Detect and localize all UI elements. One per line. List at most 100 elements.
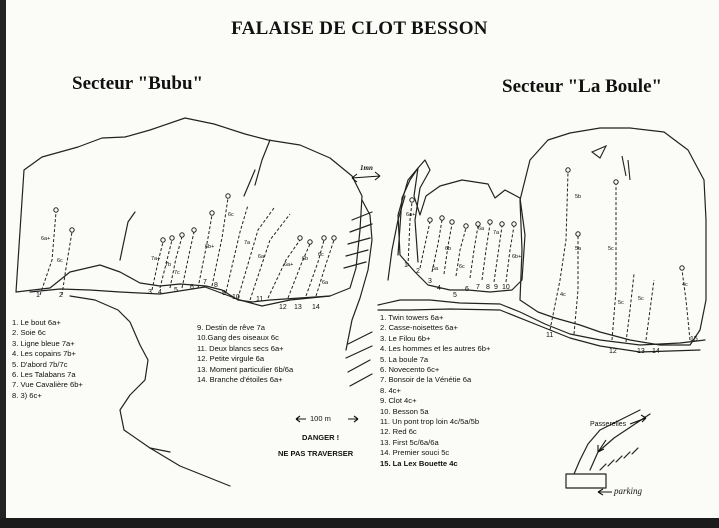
route-number: 14 [312, 304, 320, 311]
route-grade: 6a+ [41, 236, 51, 242]
route-list-item: 2. Casse-noisettes 6a+ [380, 323, 458, 333]
route-list-item: 6. Novecento 6c+ [380, 365, 440, 375]
route-list-item: 5. La boule 7a [380, 354, 429, 364]
route-anchor [575, 231, 581, 237]
route-grade: 6b+ [205, 244, 215, 250]
route-list-item: 8. 3) 6c+ [12, 390, 42, 400]
walkways-label: Passerelles [590, 421, 627, 428]
route-grade: 7c [174, 270, 180, 276]
route-number: 8 [214, 282, 218, 289]
route-list-item: 12. Red 6c [380, 427, 417, 437]
route-line [407, 201, 413, 267]
route-number: 11 [256, 296, 264, 303]
route-number: 9 [494, 284, 498, 291]
parking-label: parking [614, 486, 642, 496]
route-grade: 6b+ [512, 254, 522, 260]
route-grade: 7a+ [151, 256, 161, 262]
route-list-item: 7. Bonsoir de la Vénétie 6a [380, 375, 472, 385]
route-grade: 6c [459, 264, 465, 270]
route-list-item: 1. Twin towers 6a+ [380, 313, 444, 322]
route-number: 10 [232, 294, 240, 301]
main-title: FALAISE DE CLOT BESSON [231, 18, 488, 39]
route-anchor [565, 167, 571, 173]
route-line [249, 213, 291, 301]
route-list-item: 6. Les Talabans 7a [12, 370, 76, 380]
route-list-item: 11. Un pont trop loin 4c/5a/5b [380, 417, 480, 427]
walk-time-label: 1mn [360, 164, 373, 172]
route-grade: 4c [682, 282, 688, 288]
wall-mark [590, 144, 608, 159]
walk-arrow-icon [351, 171, 381, 183]
route-grade: 6a [478, 226, 485, 232]
route-anchor [225, 193, 231, 199]
scale-arrow-icon [295, 415, 306, 423]
route-grade: 6c [318, 252, 324, 258]
route-anchor [499, 221, 505, 227]
route-anchor [511, 221, 517, 227]
route-grade: 6a [432, 266, 439, 272]
route-number: 1 [404, 262, 408, 269]
down-arrow-icon [597, 439, 607, 453]
route-number: 2 [59, 292, 63, 299]
route-list-item: 14. Branche d'étoiles 6a+ [197, 375, 283, 385]
route-anchor [427, 217, 433, 223]
route-number: 4 [158, 289, 162, 296]
route-line [237, 207, 275, 299]
route-grade: 5c [618, 300, 624, 306]
route-line [681, 269, 691, 341]
route-number: 3 [428, 278, 432, 285]
route-anchor [409, 197, 415, 203]
route-anchor [613, 179, 619, 185]
route-line [151, 241, 164, 291]
route-anchor [69, 227, 75, 233]
route-line [481, 223, 491, 281]
access-trail [589, 413, 651, 471]
route-line [169, 236, 183, 289]
route-anchor [191, 227, 197, 233]
bubu-crack [254, 139, 271, 186]
route-number: 5 [174, 287, 178, 294]
route-list-item: 12. Petite virgule 6a [197, 354, 265, 364]
route-anchor [679, 265, 685, 271]
route-anchor [449, 219, 455, 225]
route-line [211, 197, 229, 287]
scale-arrow-icon [348, 415, 359, 423]
route-line [611, 184, 617, 341]
route-line [493, 225, 503, 283]
route-grade: 5b [575, 194, 582, 200]
route-list-item: 9. Clot 4c+ [380, 396, 417, 406]
route-list-item: 13. Moment particulier 6b/6a [197, 364, 294, 374]
route-anchor [160, 237, 166, 243]
route-list-item: 9. Destin de rêve 7a [197, 323, 265, 332]
route-line [419, 221, 431, 269]
route-number: 13 [294, 304, 302, 311]
route-number: 1 [36, 292, 40, 299]
route-line [469, 225, 479, 279]
danger-label: DANGER ! [302, 433, 340, 442]
sector-la-boule-title: Secteur "La Boule" [502, 76, 663, 97]
scale-label: 100 m [310, 414, 331, 423]
route-list-item: 7. Vue Cavalière 6b+ [12, 380, 83, 390]
route-grade: 6c [57, 258, 63, 264]
route-line [61, 231, 73, 296]
route-grade: 7a [493, 230, 500, 236]
route-grade: 5a [575, 246, 582, 252]
route-line [645, 279, 655, 341]
route-line [267, 239, 301, 299]
route-list-item: 2. Soie 6c [12, 328, 46, 338]
route-anchor [475, 221, 481, 227]
bubu-crack [119, 211, 136, 261]
la-boule-route-list: 1. Twin towers 6a+ 2. Casse-noisettes 6a… [380, 313, 490, 469]
bubu-cliff-outline [15, 117, 363, 303]
route-grade: 6b [302, 256, 309, 262]
route-grade: 5c [638, 296, 644, 302]
route-number: 4 [437, 285, 441, 292]
route-line [431, 219, 443, 273]
route-anchor [331, 235, 337, 241]
route-list-item: 3. Ligne bleue 7a+ [12, 338, 75, 348]
bubu-route-list: 1. Le bout 6a+ 2. Soie 6c 3. Ligne bleue… [12, 318, 83, 401]
route-anchor [321, 235, 327, 241]
walkway-arrow-icon [629, 414, 647, 425]
right-wall-outline [519, 127, 707, 346]
